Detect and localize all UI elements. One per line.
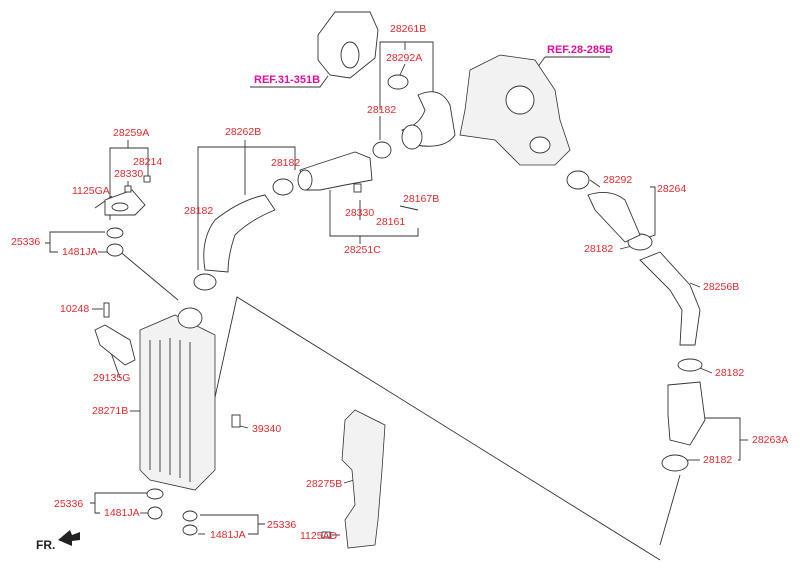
hose-28261b [401,91,456,150]
hose-28263a [667,381,706,446]
intercooler-28271b [139,307,241,536]
part-label: 28275B [306,478,342,490]
part-label: 29135G [93,372,130,384]
part-label: 28271B [92,405,128,417]
part-label: 28264 [657,183,686,195]
part-label: 28330 [114,168,143,180]
guard-28275b [321,409,386,549]
part-label: 1125AD [300,530,338,542]
part-label: 28161 [376,216,405,228]
front-arrow-icon [58,530,80,546]
clamps [193,74,703,472]
pipe-28256b [639,251,701,346]
part-label: 28292 [603,174,632,186]
part-label: 28182 [584,243,613,255]
hose-28262b [203,194,276,273]
part-label: 28182 [271,157,300,169]
part-label: 1481JA [210,529,246,541]
part-label: 28262B [225,126,261,138]
part-label: 25336 [267,519,296,531]
part-label: 28259A [113,127,149,139]
hose-28264 [587,191,641,243]
part-label: 25336 [54,498,83,510]
part-label: 25336 [11,236,40,248]
ref-28-285b-label[interactable]: REF.28-285B [547,44,613,56]
bracket-29135g [94,302,136,366]
part-label: 10248 [60,303,89,315]
throttle-body-ref [317,11,379,79]
part-label: 28182 [703,454,732,466]
part-label: 28182 [715,367,744,379]
turbocharger-ref [459,54,571,166]
part-label: 28182 [367,104,396,116]
ref-31-351b-label[interactable]: REF.31-351B [254,74,320,86]
part-label: 28214 [133,156,162,168]
part-label: 28256B [703,281,739,293]
part-label: 28251C [344,244,381,256]
part-label: 1481JA [62,246,98,258]
front-direction-label: FR. [36,538,55,552]
part-label: 28330 [345,207,374,219]
part-label: 28182 [184,205,213,217]
leader-lines [45,41,748,561]
part-label: 39340 [252,423,281,435]
part-labels: REF.31-351B REF.28-285B 28261B 28292A 28… [11,23,788,552]
part-label: 28263A [752,434,788,446]
part-label: 28292A [386,52,422,64]
pipe-28251c [297,151,373,193]
part-label: 1125GA [72,185,110,197]
bracket-28259a [104,175,151,257]
part-label: 28261B [390,23,426,35]
part-label: 28167B [403,193,439,205]
part-label: 1481JA [104,507,140,519]
